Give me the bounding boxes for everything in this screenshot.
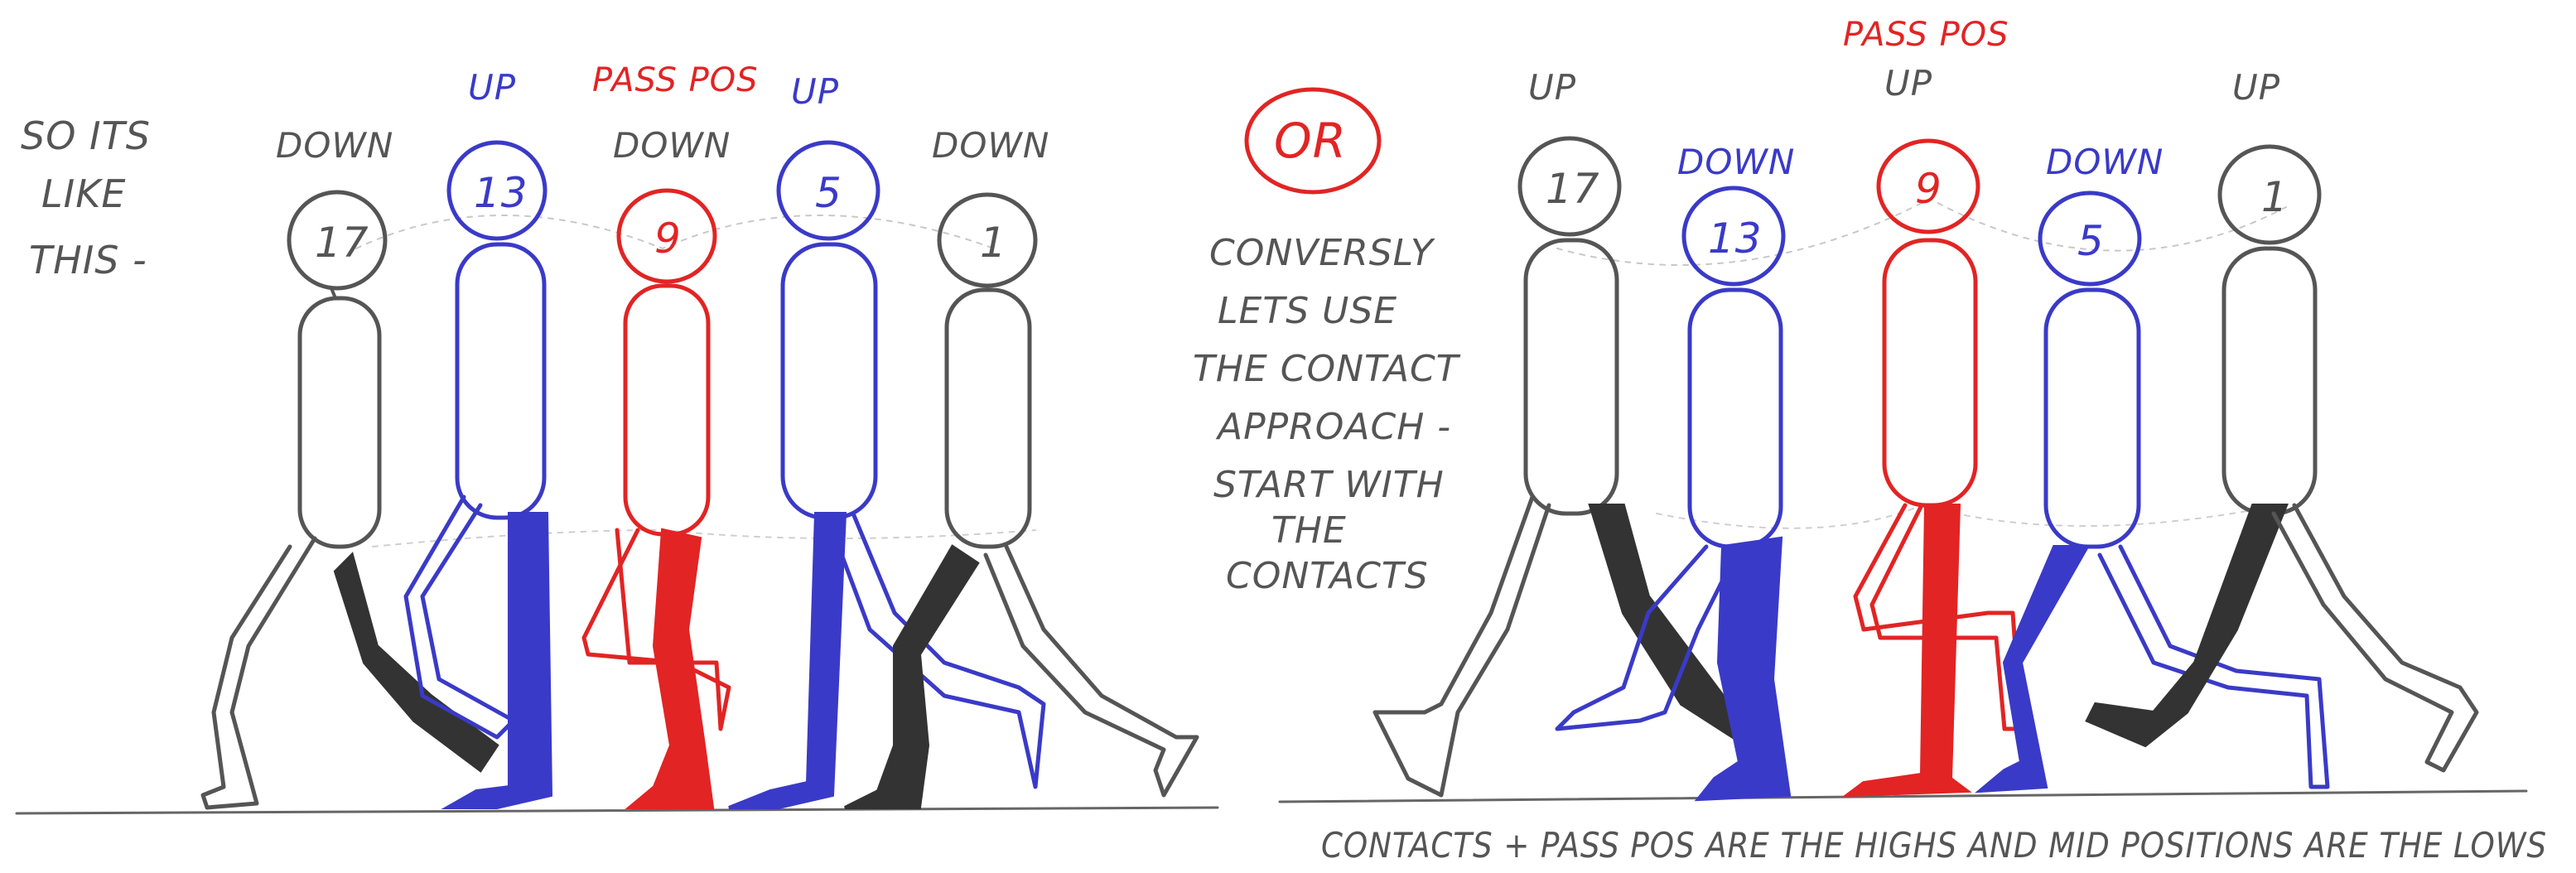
pose-label: UP [1528,67,1576,108]
back-leg [1698,538,1789,799]
torso [2046,290,2139,547]
pass-pos-label: PASS POS [1843,16,2009,54]
frame-number: 9 [654,215,682,263]
walk-figure-13-right: DOWN 13 [1557,142,1795,799]
or-text: OR [1274,113,1347,169]
ground-line-left [17,808,1218,813]
torso [1526,240,1617,514]
pose-label: UP [1884,63,1932,104]
torso [2224,248,2315,514]
front-leg [203,538,315,808]
frame-number: 5 [2077,217,2105,265]
note-line: LETS USE [1218,290,1397,332]
walk-figure-17-left: DOWN 17 [203,125,497,808]
front-leg [2274,505,2477,770]
pass-pos-label: PASS POS [592,61,759,99]
walk-figure-5-right: DOWN 5 [1980,142,2328,791]
note-line: CONVERSLY [1209,232,1435,274]
bottom-caption: CONTACTS + PASS POS ARE THE HIGHS AND MI… [1321,825,2547,866]
frame-number: 13 [474,169,528,217]
back-leg [1847,505,1967,795]
walk-figure-9-left: PASS POS DOWN 9 [584,61,759,808]
pose-label: DOWN [932,125,1049,166]
pose-label: DOWN [1677,142,1795,182]
pose-label: UP [791,71,839,112]
torso [1690,290,1781,547]
frame-number: 5 [815,169,842,217]
note-line: CONTACTS [1226,555,1429,597]
pose-label: DOWN [2046,142,2164,182]
note-line: START WITH [1213,464,1445,506]
back-leg [630,530,712,808]
intro-text: SO ITS LIKE THIS - [21,113,151,282]
torso [457,244,544,518]
torso [300,298,379,547]
note-line: THE CONTACT [1193,348,1461,390]
back-leg [845,547,977,808]
note-line: THE [1271,509,1347,552]
pose-label: UP [2232,67,2280,108]
walk-figure-5-left: UP 5 [729,71,1044,808]
intro-line: LIKE [41,171,126,216]
pose-label: DOWN [276,125,393,166]
intro-line: SO ITS [21,113,151,158]
front-leg [1375,497,1549,795]
torso [625,286,708,534]
torso [1884,240,1975,505]
note-line: APPROACH - [1215,406,1451,448]
front-leg [986,547,1197,795]
pose-label: DOWN [613,125,731,166]
frame-number: 9 [1915,165,1942,213]
frame-number: 17 [315,219,369,267]
pose-label: UP [468,67,516,108]
frame-number: 1 [2261,173,2289,221]
torso [947,290,1030,547]
hip-arc-guide-left [373,530,1035,547]
walk-figure-13-left: UP 13 [406,67,551,808]
frame-number: 13 [1708,215,1763,263]
walk-figure-9-right: PASS POS UP 9 [1843,16,2021,795]
hip-arc-guide-right [1657,505,2278,528]
or-badge: OR [1247,89,1379,192]
frame-number: 1 [980,219,1007,267]
torso [783,244,876,518]
back-leg [447,514,551,808]
intro-line: THIS - [29,238,147,282]
back-leg [729,514,845,808]
walk-figure-1-left: DOWN 1 [845,125,1197,808]
frame-number: 17 [1546,165,1600,213]
back-leg [1980,547,2087,791]
middle-note: CONVERSLY LETS USE THE CONTACT APPROACH … [1193,232,1461,597]
